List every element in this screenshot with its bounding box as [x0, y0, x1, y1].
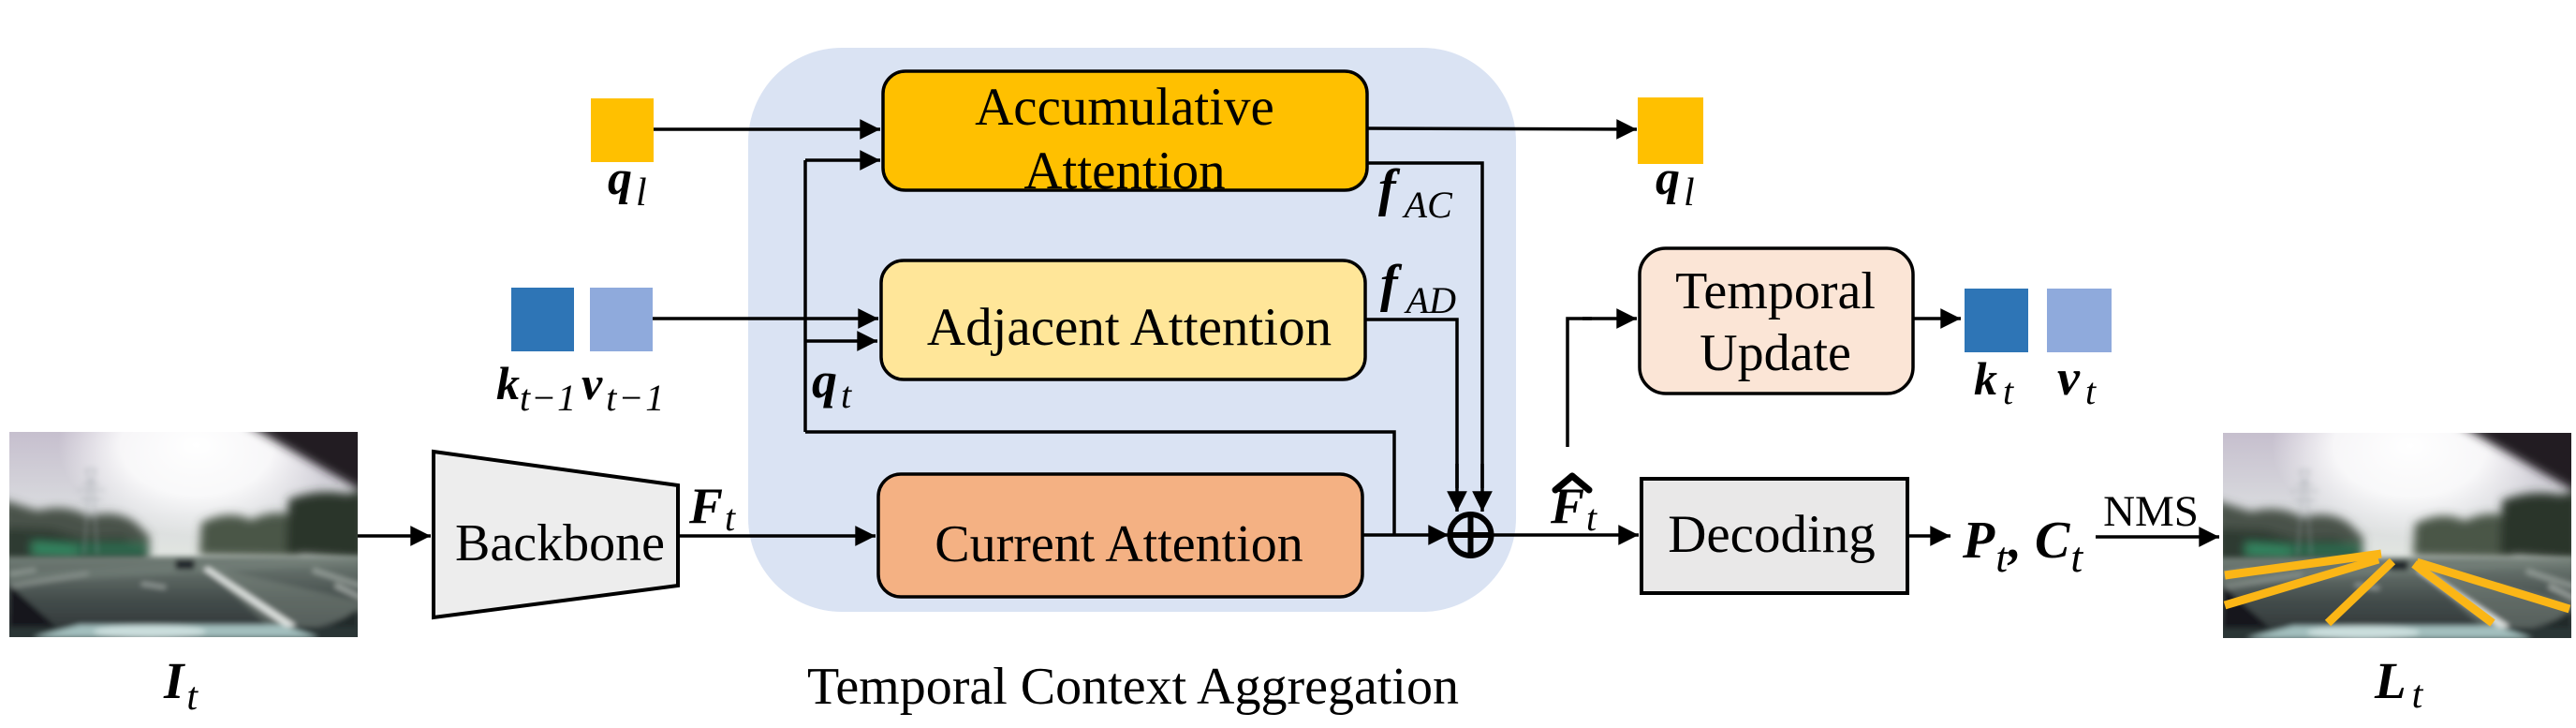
svg-text:NMS: NMS	[2103, 487, 2199, 536]
svg-text:Temporal Context Aggregation: Temporal Context Aggregation	[807, 658, 1459, 716]
svg-text:Attention: Attention	[1023, 141, 1225, 201]
svg-text:vt−1: vt−1	[581, 357, 666, 419]
svg-text:Accumulative: Accumulative	[975, 78, 1274, 137]
svg-text:Temporal: Temporal	[1675, 262, 1876, 320]
svg-text:Update: Update	[1700, 324, 1851, 382]
svg-text:Backbone: Backbone	[455, 514, 665, 572]
svg-text:Lt: Lt	[2374, 652, 2424, 717]
svg-text:It: It	[163, 652, 199, 719]
svg-text:ql: ql	[608, 152, 647, 215]
svg-text:Adjacent Attention: Adjacent Attention	[927, 298, 1332, 357]
svg-text:Ft: Ft	[688, 478, 736, 539]
svg-text:Pt, Ct: Pt, Ct	[1962, 512, 2083, 581]
svg-text:vt: vt	[2057, 349, 2097, 412]
svg-text:Current Attention: Current Attention	[935, 515, 1303, 573]
svg-text:kt−1: kt−1	[496, 357, 577, 419]
svg-text:kt: kt	[1974, 352, 2014, 412]
svg-text:Decoding: Decoding	[1668, 505, 1876, 564]
